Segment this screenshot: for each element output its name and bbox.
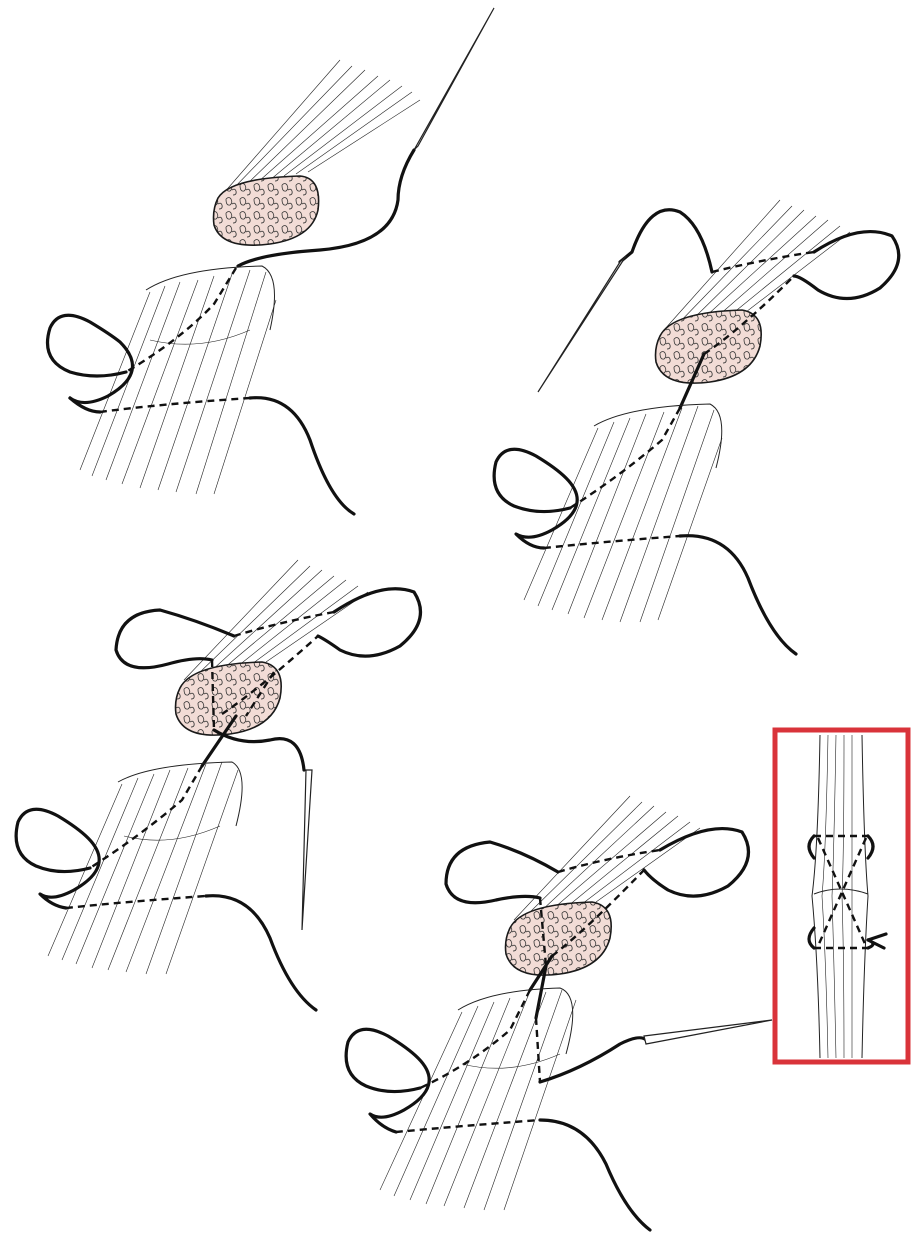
panel-step-3 <box>16 560 420 1010</box>
distal-tendon-stump <box>524 404 722 622</box>
suture-loop <box>48 315 133 402</box>
suture-tail <box>250 398 354 514</box>
panel-step-4 <box>346 796 772 1230</box>
distal-tendon-stump <box>80 266 276 494</box>
intratendinous-suture <box>126 268 236 372</box>
distal-tendon-stump <box>380 988 576 1210</box>
needle <box>414 8 494 150</box>
needle <box>538 256 626 392</box>
proximal-cut-surface <box>506 902 612 975</box>
proximal-cut-surface <box>176 662 282 735</box>
inset-completed-repair <box>775 730 908 1062</box>
needle <box>302 770 312 930</box>
panel-step-2 <box>494 200 899 654</box>
proximal-tendon-fibers <box>222 60 420 195</box>
needle <box>644 1020 772 1044</box>
panel-step-1 <box>48 8 495 514</box>
proximal-tendon-fibers <box>514 796 700 920</box>
distal-tendon-stump <box>48 762 242 974</box>
proximal-tendon-fibers <box>664 200 850 330</box>
